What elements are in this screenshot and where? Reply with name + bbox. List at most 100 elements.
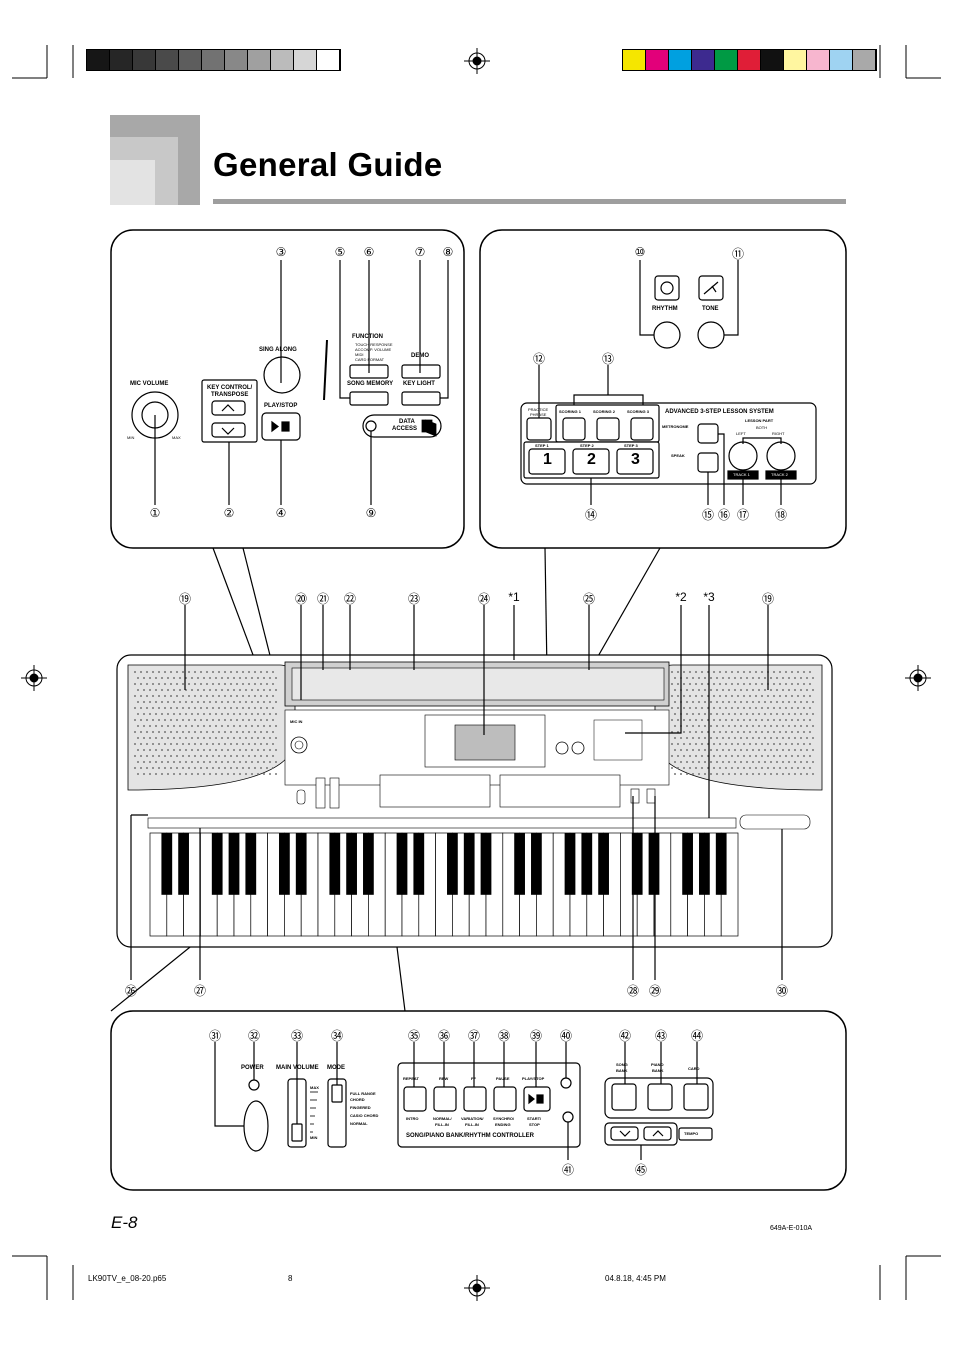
speaker-dot (794, 773, 796, 775)
black-key[interactable] (245, 833, 257, 895)
speaker-dot (692, 713, 694, 715)
speaker-dot (242, 683, 244, 685)
speaker-dot (725, 767, 727, 769)
song-memory-button[interactable] (349, 391, 389, 406)
black-key[interactable] (413, 833, 425, 895)
power-label: POWER (241, 1065, 264, 1071)
black-key[interactable] (178, 833, 189, 895)
tempo-up-button[interactable] (643, 1126, 672, 1141)
scoring-2-button[interactable] (596, 417, 620, 441)
speaker-dot (203, 725, 205, 727)
main-volume-slider[interactable] (291, 1123, 303, 1142)
step-2-button[interactable] (572, 448, 610, 475)
mode-full-range-label: FULL RANGE (350, 1091, 376, 1096)
key-light-button[interactable] (401, 391, 441, 406)
speaker-dot (191, 689, 193, 691)
lesson-right-button[interactable] (766, 441, 796, 471)
power-lamp (248, 1079, 260, 1091)
intro-button[interactable] (403, 1086, 427, 1112)
step-1-label: STEP 1 (535, 443, 549, 448)
speaker-dot (245, 737, 247, 739)
synchro-ending-button[interactable] (493, 1086, 517, 1112)
scoring-3-button[interactable] (630, 417, 654, 441)
speaker-dot (776, 725, 778, 727)
speaker-dot (173, 677, 175, 679)
black-key[interactable] (295, 833, 307, 895)
black-key[interactable] (631, 833, 643, 895)
step-3-button[interactable] (616, 448, 654, 475)
speaker-dot (188, 695, 190, 697)
black-key[interactable] (329, 833, 341, 895)
black-key[interactable] (598, 833, 609, 895)
black-key[interactable] (581, 833, 593, 895)
speaker-dot (155, 713, 157, 715)
speaker-dot (251, 773, 253, 775)
black-key[interactable] (514, 833, 525, 895)
transpose-up-button[interactable] (211, 400, 246, 416)
speaker-dot (743, 707, 745, 709)
speaker-dot (161, 689, 163, 691)
variation-fill-in-button[interactable] (463, 1086, 487, 1112)
speaker-dot (806, 713, 808, 715)
speaker-dot (797, 719, 799, 721)
black-key[interactable] (699, 833, 710, 895)
scoring-1-button[interactable] (562, 417, 586, 441)
speaker-dot (221, 677, 223, 679)
speaker-dot (173, 713, 175, 715)
step-2-label: STEP 2 (580, 443, 594, 448)
sing-along-button[interactable] (263, 356, 301, 394)
rhythm-button[interactable] (653, 321, 681, 349)
metronome-button[interactable] (697, 423, 719, 444)
black-key[interactable] (648, 833, 660, 895)
speaker-dot (212, 671, 214, 673)
lesson-left-button[interactable] (728, 441, 758, 471)
speaker-dot (698, 737, 700, 739)
speaker-dot (197, 749, 199, 751)
black-key[interactable] (531, 833, 542, 895)
speaker-dot (755, 707, 757, 709)
speaker-dot (689, 707, 691, 709)
black-key[interactable] (480, 833, 492, 895)
black-key[interactable] (279, 833, 290, 895)
sing-along-play-stop-button[interactable] (261, 412, 301, 441)
speaker-dot (191, 761, 193, 763)
speak-button[interactable] (697, 452, 719, 473)
card-button[interactable] (683, 1083, 709, 1111)
speaker-dot (794, 689, 796, 691)
transpose-down-button[interactable] (211, 422, 246, 438)
tempo-down-button[interactable] (610, 1126, 639, 1141)
piano-bank-button[interactable] (647, 1083, 673, 1111)
black-key[interactable] (564, 833, 576, 895)
rhythm-label: RHYTHM (652, 306, 678, 312)
normal-fill-in-button[interactable] (433, 1086, 457, 1112)
callout-16: ⑯ (717, 508, 730, 522)
black-key[interactable] (396, 833, 408, 895)
power-switch[interactable] (243, 1100, 269, 1152)
speaker-dot (806, 725, 808, 727)
callout-8: ⑧ (442, 245, 454, 259)
speaker-dot (764, 773, 766, 775)
black-key[interactable] (447, 833, 458, 895)
mode-slider[interactable] (331, 1084, 343, 1103)
speaker-dot (248, 767, 250, 769)
black-key[interactable] (161, 833, 173, 895)
speaker-dot (239, 713, 241, 715)
step-1-button[interactable] (528, 448, 566, 475)
speaker-dot (209, 725, 211, 727)
speaker-dot (797, 683, 799, 685)
tone-button[interactable] (697, 321, 725, 349)
speaker-dot (761, 683, 763, 685)
speaker-dot (149, 749, 151, 751)
black-key[interactable] (715, 833, 727, 895)
black-key[interactable] (682, 833, 693, 895)
black-key[interactable] (463, 833, 475, 895)
black-key[interactable] (363, 833, 374, 895)
black-key[interactable] (211, 833, 223, 895)
black-key[interactable] (228, 833, 240, 895)
black-key[interactable] (346, 833, 357, 895)
speaker-dot (677, 707, 679, 709)
demo-button[interactable] (401, 364, 441, 379)
gray-swatch-11 (317, 50, 340, 70)
song-bank-button[interactable] (611, 1083, 637, 1111)
practice-phrase-button[interactable] (526, 417, 552, 441)
